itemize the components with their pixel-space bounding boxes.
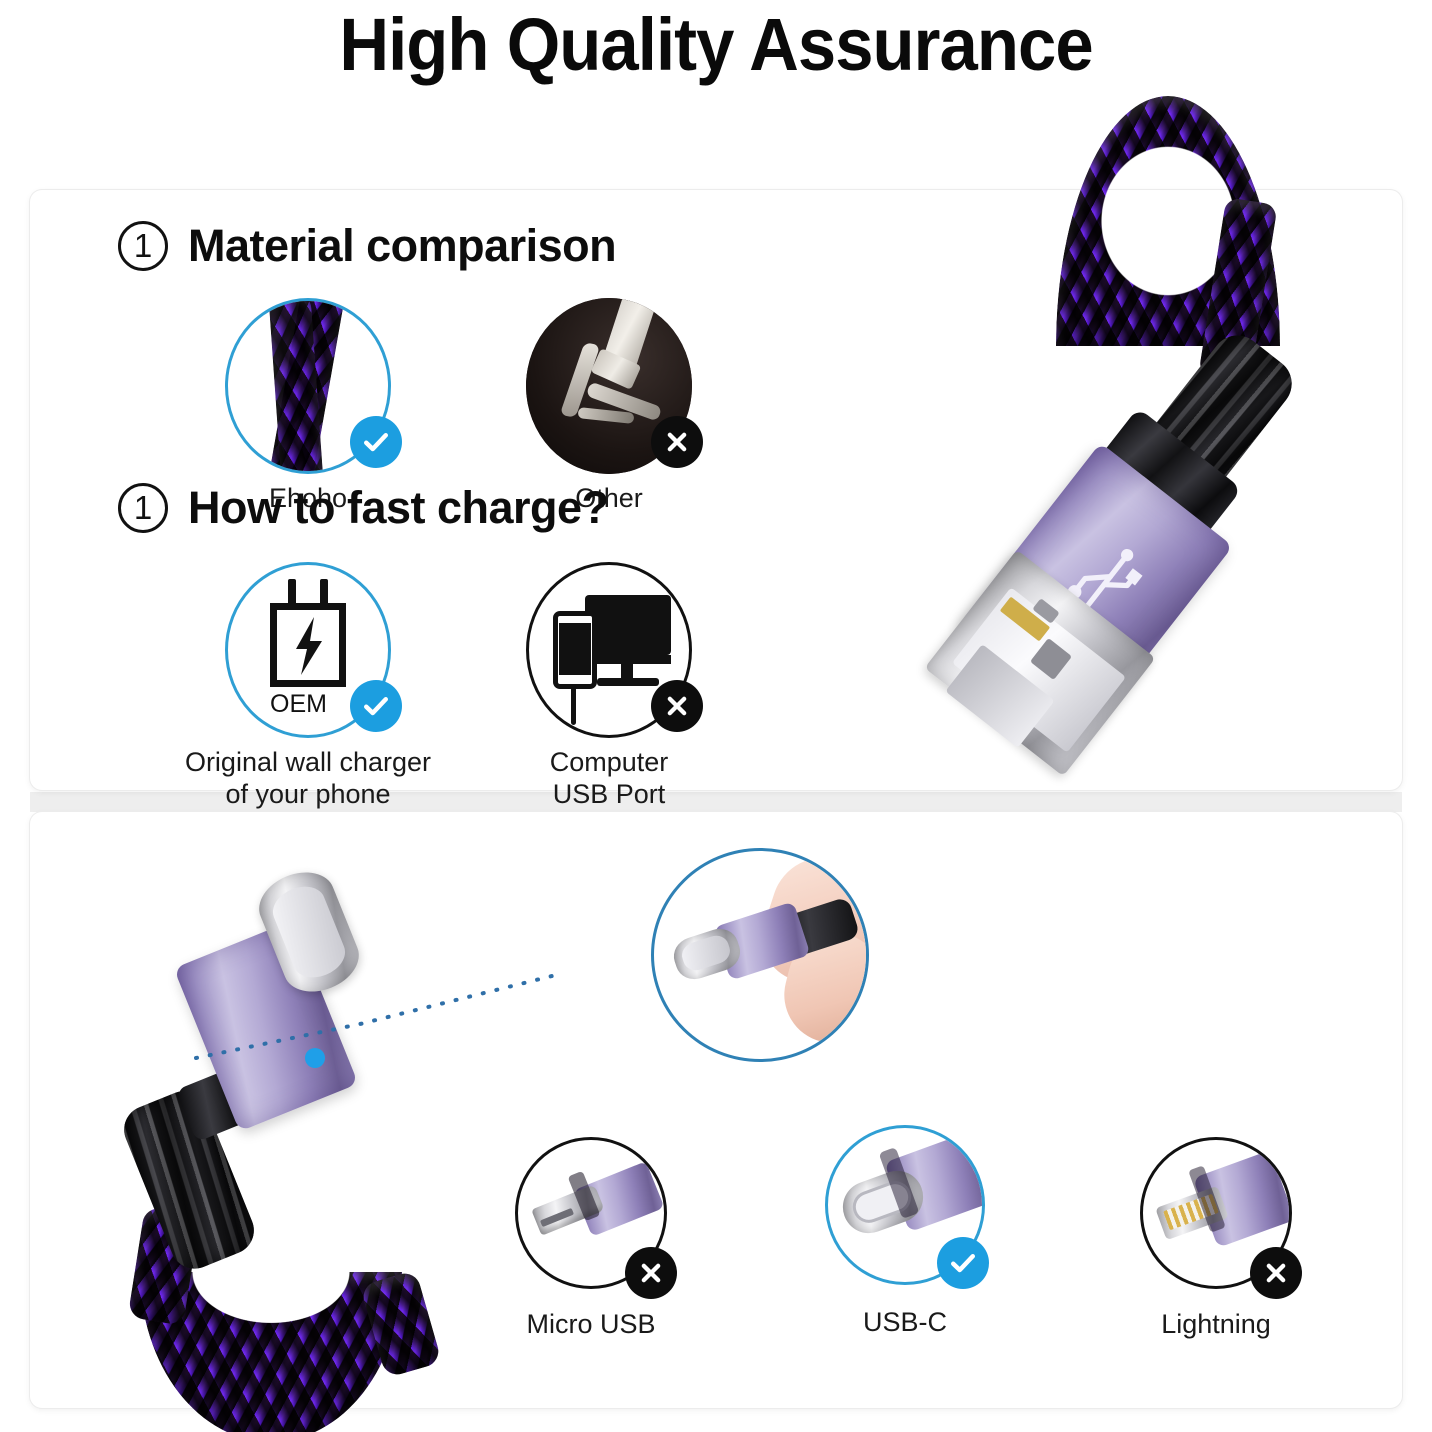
hand-holding-usb-c-icon: [651, 848, 869, 1062]
status-badge-check: [937, 1237, 989, 1289]
tile-usb-c: USB-C: [825, 1125, 1025, 1345]
tile-other: Other: [526, 298, 726, 513]
tile-computer-usb-port: Computer USB Port: [526, 562, 726, 809]
section-heading-material-comparison: 1 Material comparison: [118, 220, 617, 272]
status-badge-cross: [651, 416, 703, 468]
tile-caption: Other: [575, 483, 643, 513]
status-badge-check: [350, 416, 402, 468]
tile-caption: USB-C: [862, 1307, 947, 1337]
micro-usb-plug-icon: [515, 1137, 667, 1289]
tile-caption: Computer USB Port: [549, 747, 669, 809]
tile-caption: Ehoho: [268, 483, 348, 513]
status-badge-cross: [651, 680, 703, 732]
section-number-badge: 1: [118, 483, 168, 533]
section-heading-fast-charge: 1 How to fast charge?: [118, 482, 609, 534]
tile-caption: Micro USB: [526, 1309, 656, 1339]
panel-divider: [30, 792, 1402, 812]
tile-micro-usb: Micro USB: [515, 1137, 715, 1347]
tile-caption: Lightning: [1161, 1309, 1271, 1339]
section-number-badge: 1: [118, 221, 168, 271]
section-title: Material comparison: [188, 220, 617, 271]
usb-a-plug-icon: [924, 96, 1430, 810]
status-badge-cross: [1250, 1247, 1302, 1299]
status-badge-cross: [625, 1247, 677, 1299]
page-title: High Quality Assurance: [339, 3, 1093, 86]
status-badge-check: [350, 680, 402, 732]
tile-caption: Original wall charger of your phone: [184, 747, 432, 809]
tile-lightning: Lightning: [1140, 1137, 1340, 1347]
tile-original-wall-charger: OEM Original wall charger of your phone: [185, 562, 431, 809]
callout-anchor-dot: [305, 1048, 325, 1068]
section-title: How to fast charge?: [188, 482, 609, 533]
tile-ehoho: Ehoho: [225, 298, 425, 513]
oem-label: OEM: [270, 690, 327, 718]
usb-c-plug-icon: [116, 861, 540, 1432]
usb-trident-logo-icon: [1067, 548, 1143, 619]
